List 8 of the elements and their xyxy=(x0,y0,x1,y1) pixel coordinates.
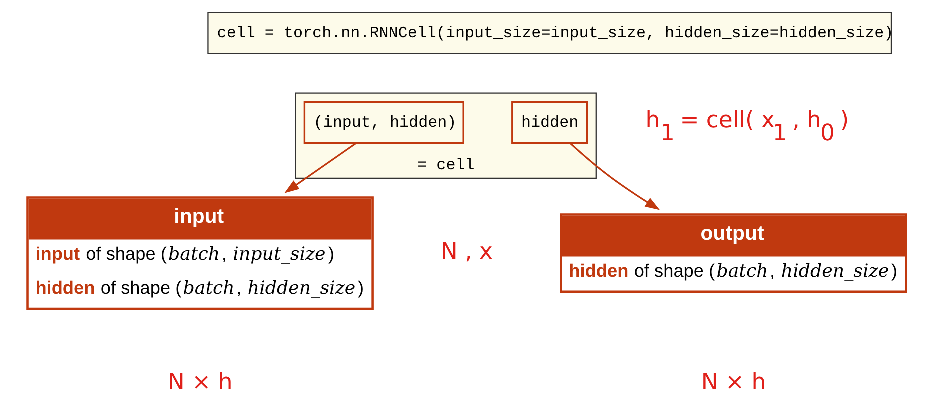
label: N × h xyxy=(168,370,233,396)
arrow xyxy=(284,142,357,194)
label: N × h xyxy=(701,370,766,396)
arrow xyxy=(570,142,660,210)
label: N , x xyxy=(440,239,493,266)
node-box: cell = torch.nn.RNNCell(input_size=input_size, hidden_size=hidden_size) xyxy=(208,12,892,54)
node-box: (input, hidden) xyxy=(304,102,464,144)
node-box: hidden xyxy=(512,102,588,144)
